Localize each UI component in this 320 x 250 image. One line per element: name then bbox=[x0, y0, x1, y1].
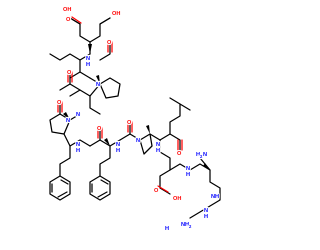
atom-label-h-6: H bbox=[204, 214, 208, 220]
atom-label-h-1: H bbox=[86, 62, 90, 68]
atom-label-o-4: O bbox=[57, 100, 62, 106]
atom-label-n-1: N bbox=[86, 56, 90, 62]
atom-label-h-2: H bbox=[76, 148, 80, 154]
atom-label-n-5: N bbox=[76, 142, 80, 148]
atom-label-n-10: N bbox=[204, 208, 208, 214]
atom-label-n-4: N bbox=[66, 118, 70, 124]
atom-label-n-6: N bbox=[116, 142, 120, 148]
peptide-skeletal-formula: OH OH OH O O O O O O O O N H N N N N H N… bbox=[49, 6, 221, 233]
atom-label-h2n-n: N bbox=[203, 152, 207, 158]
atom-label-oh-1: OH bbox=[63, 7, 71, 13]
atom-label-h2n-sub: 2 bbox=[200, 154, 203, 159]
atom-labels: OH OH OH O O O O O O O O N H N N N N H N… bbox=[56, 6, 220, 233]
atom-label-o-7: O bbox=[177, 151, 182, 157]
atom-label-n-2: N bbox=[96, 82, 100, 88]
atom-label-o-2: O bbox=[107, 40, 112, 46]
atom-label-h-3: H bbox=[116, 148, 120, 154]
atom-label-nh2-h: H bbox=[165, 226, 169, 232]
atom-label-nh2: NH bbox=[181, 222, 189, 228]
atom-label-h-4: H bbox=[156, 148, 160, 154]
atom-label-n-9: N bbox=[186, 166, 190, 172]
carbonyl-bonds bbox=[57, 16, 183, 193]
atom-label-o-8: O bbox=[154, 188, 159, 194]
atom-label-o-1: O bbox=[66, 17, 71, 23]
atom-label-nh2-sub: 2 bbox=[189, 224, 192, 229]
atom-label-h2n-h: H bbox=[196, 152, 200, 158]
atom-label-nh: NH bbox=[211, 194, 219, 200]
atom-label-o-5: O bbox=[97, 126, 102, 132]
structure-diagram: OH OH OH O O O O O O O O N H N N N N H N… bbox=[49, 6, 221, 233]
atom-label-o-6: O bbox=[127, 120, 132, 126]
stereo-bonds bbox=[63, 44, 210, 170]
atom-label-n-7: N bbox=[136, 138, 140, 144]
atom-label-n-3: N bbox=[76, 112, 80, 118]
atom-label-n-8: N bbox=[156, 142, 160, 148]
atom-label-oh-3: OH bbox=[173, 196, 181, 202]
atom-label-o-3: O bbox=[67, 70, 72, 76]
atom-label-oh-2: OH bbox=[112, 11, 120, 17]
carbon-bonds bbox=[49, 17, 221, 219]
atom-label-h-5: H bbox=[186, 172, 190, 178]
